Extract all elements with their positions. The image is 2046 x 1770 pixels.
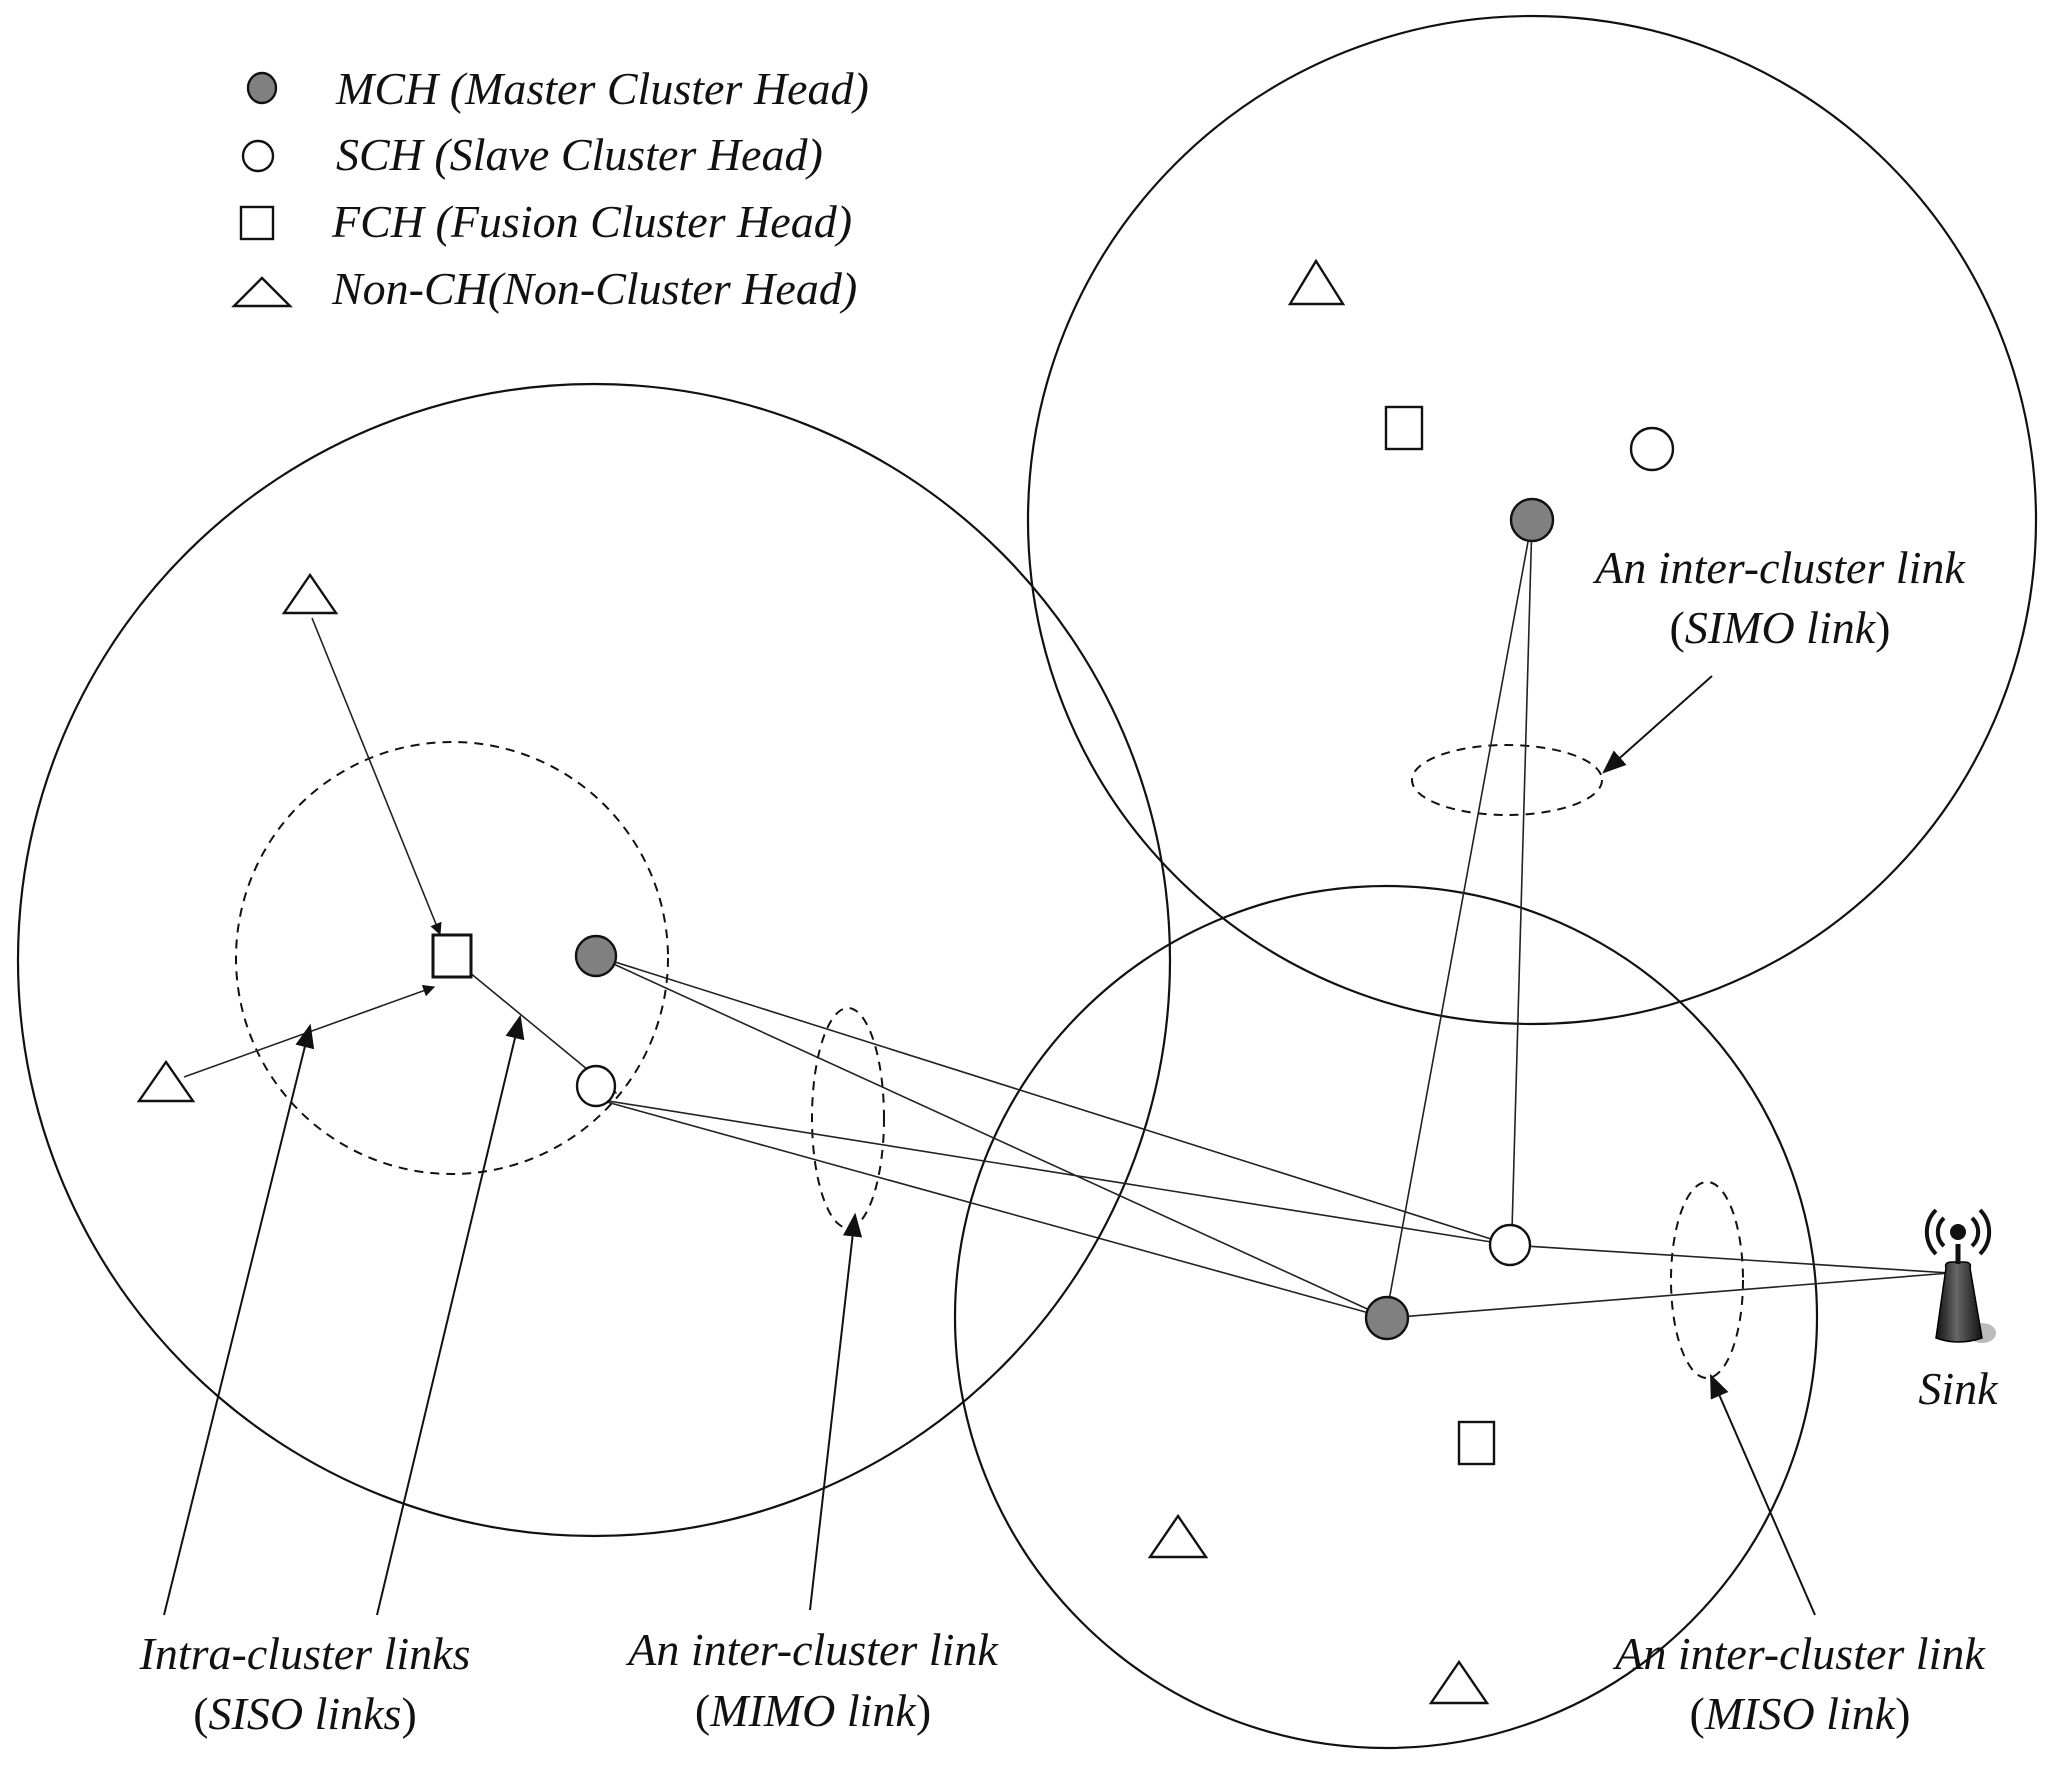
legend-non-ch-text: Non-CH(Non-Cluster Head)	[331, 263, 857, 314]
link-mch-left-to-mch-right	[595, 955, 1388, 1319]
simo-open-paren: (	[1670, 602, 1685, 653]
svg-text:FCH (Fusion Cluster Head): FCH (Fusion Cluster Head)	[331, 196, 852, 247]
legend-item-mch: MCH (Master Cluster Head)	[246, 63, 869, 114]
simo-annotation: An inter-cluster link (SIMO link)	[1592, 542, 1966, 653]
sch-node	[575, 1064, 617, 1108]
non-ch-symbol-icon	[231, 276, 293, 308]
svg-text:(MISO link): (MISO link)	[1690, 1688, 1911, 1739]
legend-item-sch: SCH (Slave Cluster Head)	[241, 129, 823, 180]
mch-node	[1509, 497, 1555, 543]
miso-open-paren: (	[1690, 1688, 1705, 1739]
miso-link-ellipse	[1670, 1181, 1744, 1379]
mimo-link-ellipse	[811, 1007, 885, 1229]
sch-node	[1488, 1223, 1532, 1267]
cluster-top-right-boundary	[1026, 14, 2038, 1026]
cluster-bottom-right-boundary	[953, 884, 1819, 1750]
links	[183, 519, 1951, 1319]
link-sch-left-to-sch-right	[595, 1098, 1511, 1246]
siso-close-paren: )	[401, 1688, 416, 1739]
simo-pointer-arrow	[1602, 675, 1713, 774]
link-mch-top-to-mch-right	[1387, 519, 1533, 1307]
simo-close-paren: )	[1875, 602, 1890, 653]
mimo-annotation: An inter-cluster link (MIMO link)	[625, 1624, 999, 1736]
non-ch-node	[281, 572, 339, 615]
link-sch-right-to-sink	[1509, 1244, 1951, 1274]
sink: Sink	[1918, 1208, 1999, 1414]
siso-pointer-arrow-1	[163, 1023, 315, 1616]
svg-text:MCH (Master Cluster Head): MCH (Master Cluster Head)	[335, 63, 869, 114]
annotation-arrows	[163, 675, 1816, 1616]
non-ch-node	[1287, 258, 1346, 306]
legend-fch-abbr: FCH	[331, 196, 427, 247]
fch-symbol-icon	[239, 205, 275, 241]
non-ch-node	[1428, 1659, 1490, 1705]
nodes	[136, 258, 1675, 1705]
legend-mch-text: (Master Cluster Head)	[450, 63, 869, 114]
siso-open-paren: (	[193, 1688, 208, 1739]
link-sch-left-to-mch-right	[595, 1098, 1388, 1319]
link-triangle-top-to-fch	[311, 617, 442, 936]
fch-node	[1384, 405, 1424, 451]
svg-text:(MIMO link): (MIMO link)	[695, 1685, 931, 1736]
miso-pointer-arrow	[1710, 1373, 1816, 1616]
cluster-left-inner-range	[235, 741, 669, 1175]
mimo-open-paren: (	[695, 1685, 710, 1736]
svg-text:SCH (Slave Cluster Head): SCH (Slave Cluster Head)	[336, 129, 823, 180]
fch-node	[1457, 1420, 1496, 1466]
mch-node	[1364, 1295, 1410, 1341]
mimo-close-paren: )	[916, 1685, 931, 1736]
sch-symbol-icon	[241, 139, 275, 173]
mch-symbol-icon	[246, 71, 278, 105]
cluster-left-boundary	[16, 382, 1172, 1538]
miso-annotation: An inter-cluster link (MISO link)	[1612, 1628, 1986, 1739]
siso-annotation-line2: SISO links	[209, 1688, 402, 1739]
miso-annotation-line2: MISO link	[1704, 1688, 1897, 1739]
legend-sch-text: (Slave Cluster Head)	[434, 129, 822, 180]
sch-node	[1629, 426, 1675, 472]
siso-annotation: Intra-cluster links (SISO links)	[139, 1628, 471, 1739]
antenna-tower-icon	[1924, 1208, 1996, 1343]
miso-annotation-line1: An inter-cluster link	[1612, 1628, 1986, 1679]
legend-sch-abbr: SCH	[336, 129, 426, 180]
legend: MCH (Master Cluster Head) SCH (Slave Clu…	[231, 63, 869, 314]
simo-link-ellipse	[1411, 744, 1603, 816]
siso-pointer-arrow-2	[376, 1014, 525, 1616]
svg-text:(SISO links): (SISO links)	[193, 1688, 417, 1739]
mimo-annotation-line1: An inter-cluster link	[625, 1624, 999, 1675]
legend-mch-abbr: MCH	[335, 63, 441, 114]
mch-node	[574, 934, 618, 978]
fch-node	[431, 933, 473, 979]
link-mch-top-to-sch-right	[1511, 519, 1533, 1231]
link-mch-left-to-sch-right	[595, 955, 1511, 1246]
link-mch-right-to-sink	[1386, 1272, 1951, 1319]
simo-annotation-line2: SIMO link	[1685, 602, 1877, 653]
legend-item-fch: FCH (Fusion Cluster Head)	[239, 196, 852, 247]
svg-text:(SIMO link): (SIMO link)	[1670, 602, 1891, 653]
mimo-annotation-line2: MIMO link	[709, 1685, 917, 1736]
siso-annotation-line1: Intra-cluster links	[139, 1628, 471, 1679]
non-ch-node	[1147, 1513, 1209, 1559]
miso-close-paren: )	[1895, 1688, 1910, 1739]
sink-label: Sink	[1918, 1363, 1999, 1414]
legend-fch-text: (Fusion Cluster Head)	[436, 196, 853, 247]
mimo-pointer-arrow	[809, 1212, 863, 1611]
legend-item-non-ch: Non-CH(Non-Cluster Head)	[231, 263, 857, 314]
non-ch-node	[136, 1059, 196, 1103]
simo-annotation-line1: An inter-cluster link	[1592, 542, 1966, 593]
